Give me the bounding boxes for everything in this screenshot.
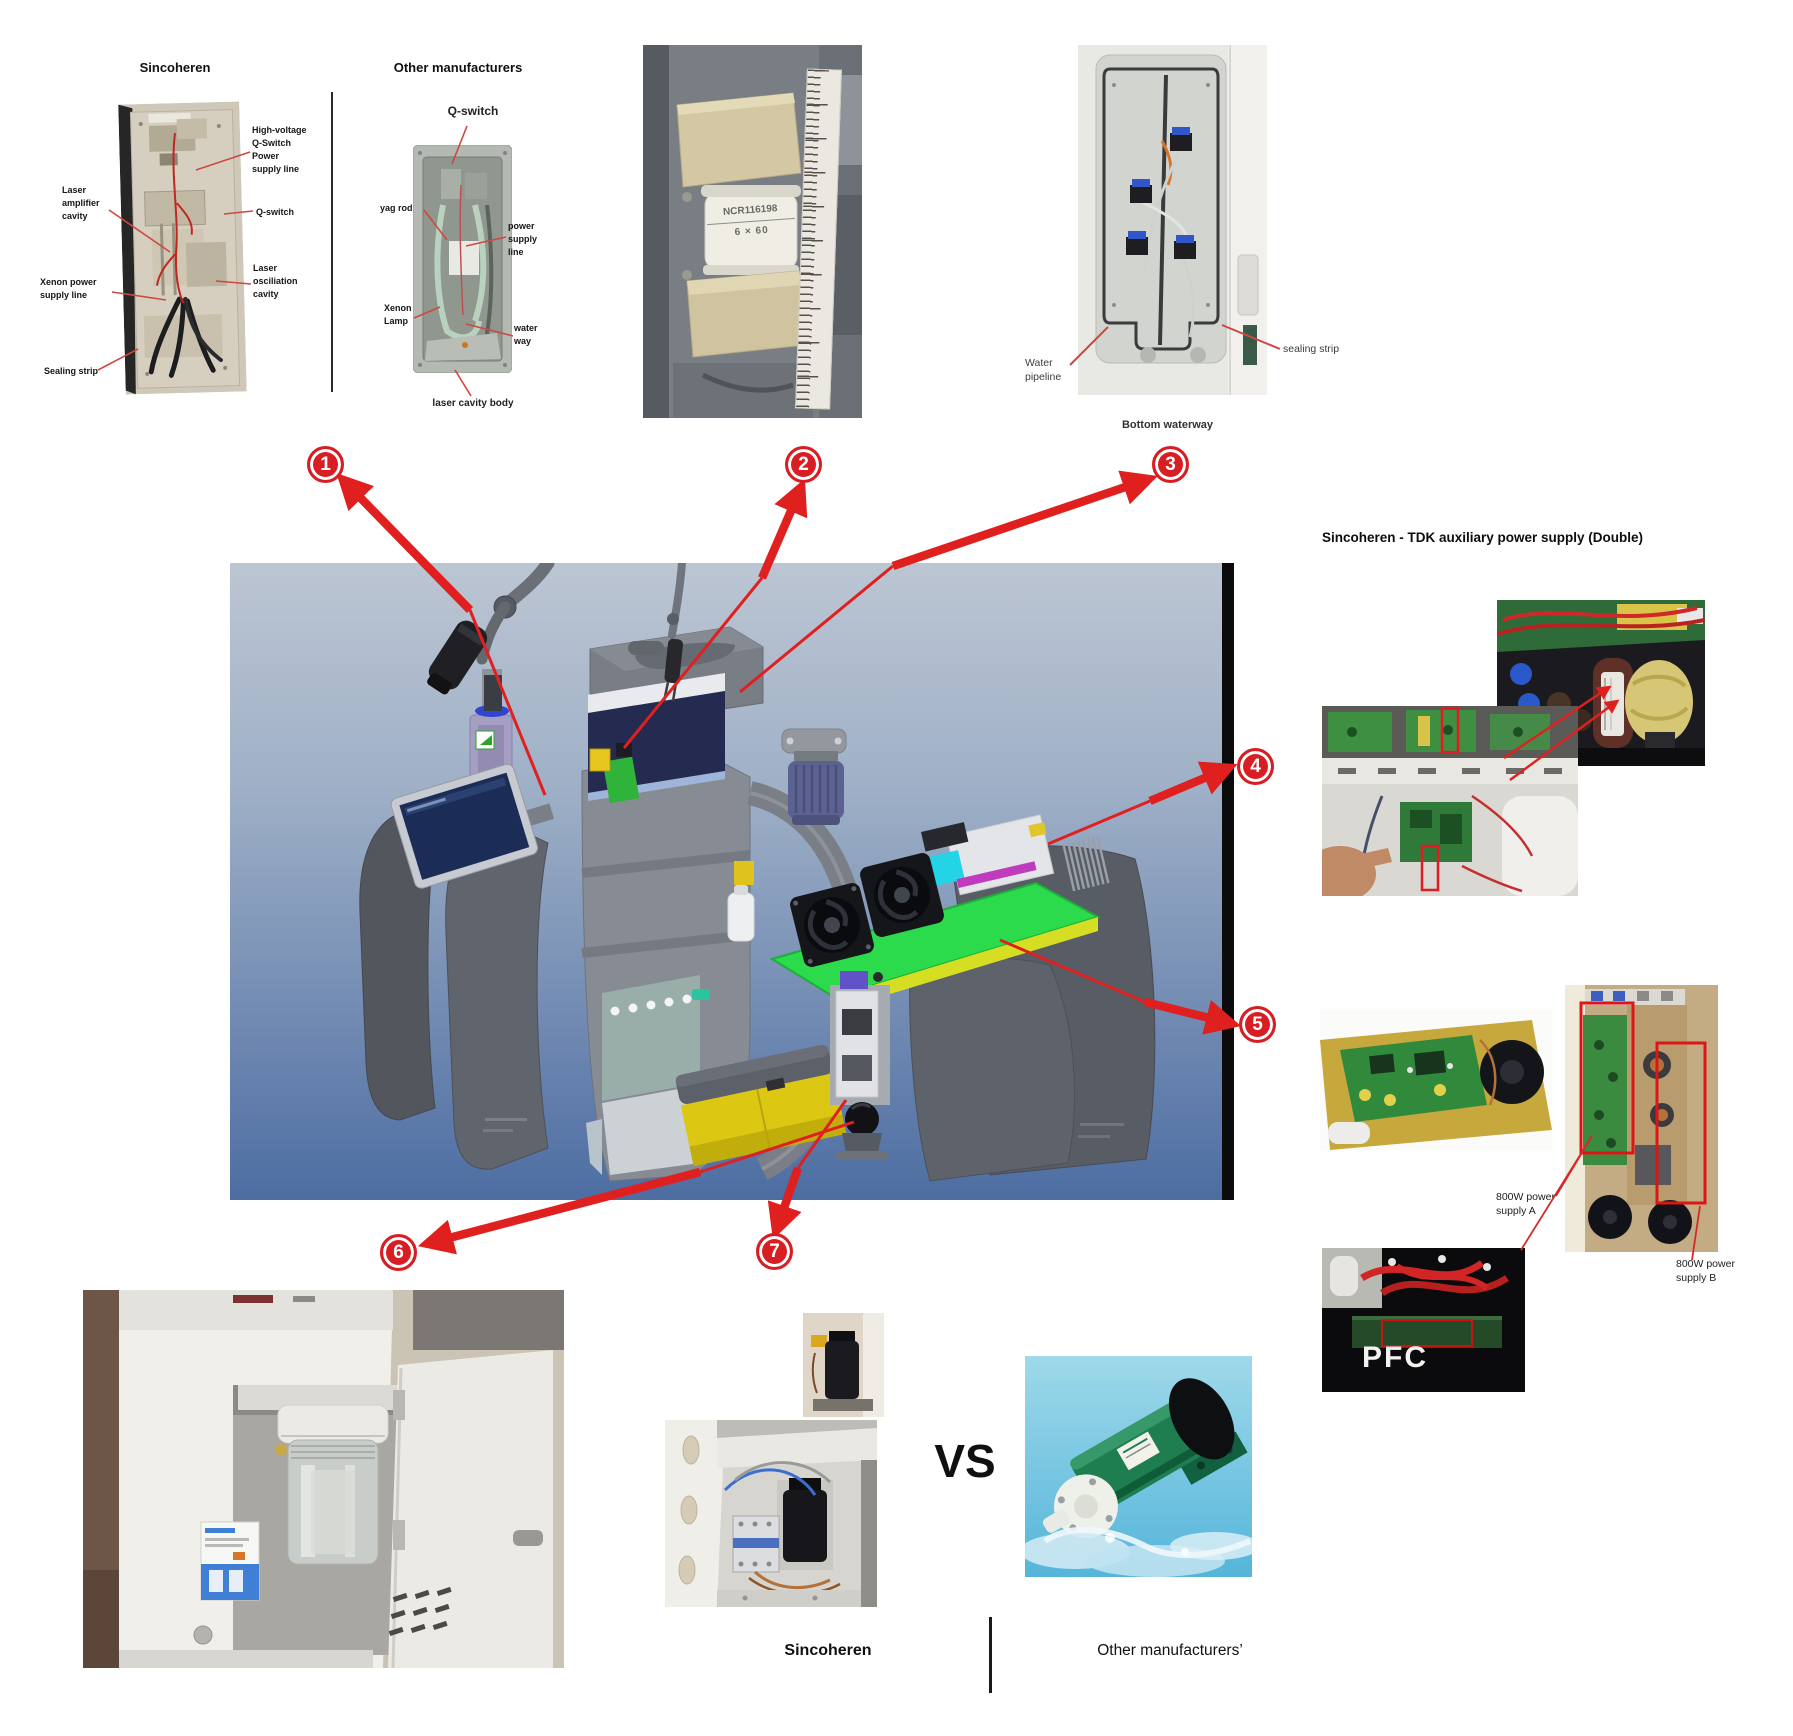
callout-6: 6	[380, 1234, 417, 1271]
filter-housing	[275, 1404, 389, 1565]
others-pump-art	[1025, 1356, 1252, 1577]
cooling-fan	[860, 853, 944, 937]
callout-3: 3	[1152, 446, 1189, 483]
machine-image-border	[1222, 563, 1234, 1200]
sincoheren-cavity-art	[118, 101, 247, 395]
others-cavity-photo	[413, 145, 512, 373]
q-switch-cylinder-label: NCR116198 6 × 60	[705, 199, 796, 243]
sincoheren-pump-small-art	[803, 1313, 884, 1417]
label-sealing-strip-waterway: sealing strip	[1283, 343, 1340, 355]
cavity-compare-divider	[331, 92, 333, 392]
sincoheren-pump-cabinet-art	[665, 1420, 877, 1607]
callout-2: 2	[785, 446, 822, 483]
callout-4: 4	[1237, 748, 1274, 785]
pipe-fitting	[1174, 235, 1196, 259]
chnt-breaker	[200, 1521, 260, 1601]
tdk-psu-bottom-art	[1322, 706, 1578, 896]
machine-exploded-view	[230, 563, 1233, 1200]
magnetic-pump	[1042, 1378, 1248, 1539]
label-bottom-waterway: Bottom waterway	[1121, 419, 1214, 431]
water-splash	[1025, 1526, 1252, 1577]
label-high-voltage-qswitch: High-voltage Q-Switch Power supply line	[252, 125, 307, 175]
water-filter-cabinet-photo	[83, 1290, 564, 1668]
label-q-switch-others: Q-switch	[447, 104, 499, 118]
water-filter	[781, 728, 847, 825]
label-laser-cavity-body: laser cavity body	[432, 398, 514, 409]
label-yag-rod: yag rod	[380, 203, 413, 213]
callout-1-number: 1	[320, 454, 331, 475]
callout-7: 7	[756, 1233, 793, 1270]
tdk-psu-photo-bottom	[1322, 706, 1578, 896]
label-q-switch-sincoheren: Q-switch	[256, 207, 295, 217]
label-laser-amplifier-cavity: Laser amplifier cavity	[62, 185, 100, 222]
bottom-label-sincoheren: Sincoheren	[784, 1642, 872, 1659]
bottom-label-others: Other manufacturers’	[1097, 1642, 1243, 1659]
label-power-supply-line: power supply line	[508, 221, 538, 258]
sincoheren-pump-small-photo	[803, 1313, 884, 1417]
callout-2-number: 2	[798, 454, 809, 475]
bottom-waterway-photo	[1078, 45, 1267, 395]
label-laser-oscillation-cavity: Laser osciliation cavity	[253, 263, 298, 300]
pfc-photo: PFC	[1322, 1248, 1525, 1392]
label-800w-supply-a: 800W power supply A	[1496, 1191, 1555, 1218]
label-water-pipeline: Water pipeline	[1025, 357, 1062, 384]
callout-6-number: 6	[393, 1242, 404, 1263]
psu-800w-right-art	[1565, 985, 1718, 1252]
psu-800w-photo-right	[1565, 985, 1718, 1252]
cooling-fan	[790, 883, 874, 967]
label-sealing-strip: Sealing strip	[44, 366, 99, 376]
contactor	[732, 1515, 780, 1573]
pipe-fitting	[1130, 179, 1152, 203]
bottle	[727, 892, 755, 942]
others-cavity-art	[413, 145, 512, 373]
small-yellow-block	[734, 861, 754, 885]
callout-3-number: 3	[1165, 454, 1176, 475]
callout-4-number: 4	[1250, 756, 1261, 777]
psu-800w-photo-left	[1320, 1010, 1552, 1150]
label-800w-supply-b: 800W power supply B	[1676, 1258, 1735, 1285]
water-filter-cabinet-art	[83, 1290, 564, 1668]
pipe-fitting	[1126, 231, 1148, 255]
sincoheren-header: Sincoheren	[139, 60, 211, 75]
driver-board-panel	[830, 971, 890, 1105]
callout-5-number: 5	[1252, 1014, 1263, 1035]
tdk-section-title: Sincoheren - TDK auxiliary power supply …	[1322, 530, 1644, 545]
machine-exploded-art	[230, 563, 1233, 1200]
callout-1: 1	[307, 446, 344, 483]
sincoheren-pump-cabinet-photo	[665, 1420, 877, 1607]
callout-5: 5	[1239, 1006, 1276, 1043]
vent-grille	[388, 1586, 452, 1637]
label-xenon-power-supply-line: Xenon power supply line	[40, 277, 97, 301]
bottom-waterway-art	[1078, 45, 1267, 395]
sincoheren-cavity-photo	[118, 101, 247, 395]
right-inner-panel	[909, 956, 1075, 1182]
bottom-divider	[989, 1617, 992, 1693]
callout-7-number: 7	[769, 1241, 780, 1262]
pfc-art	[1322, 1248, 1525, 1392]
other-manufacturers-header: Other manufacturers	[393, 60, 523, 75]
psu-800w-left-art	[1320, 1010, 1552, 1150]
q-switch-ruler-photo: NCR116198 6 × 60	[643, 45, 862, 418]
pfc-label: PFC	[1362, 1341, 1428, 1374]
pipe-fitting	[1170, 127, 1192, 151]
others-pump-photo	[1025, 1356, 1252, 1577]
label-xenon-lamp: Xenon Lamp	[384, 303, 412, 327]
label-water-way: water way	[514, 323, 538, 347]
versus-text: VS	[934, 1435, 996, 1487]
left-outer-panel	[359, 812, 439, 1121]
